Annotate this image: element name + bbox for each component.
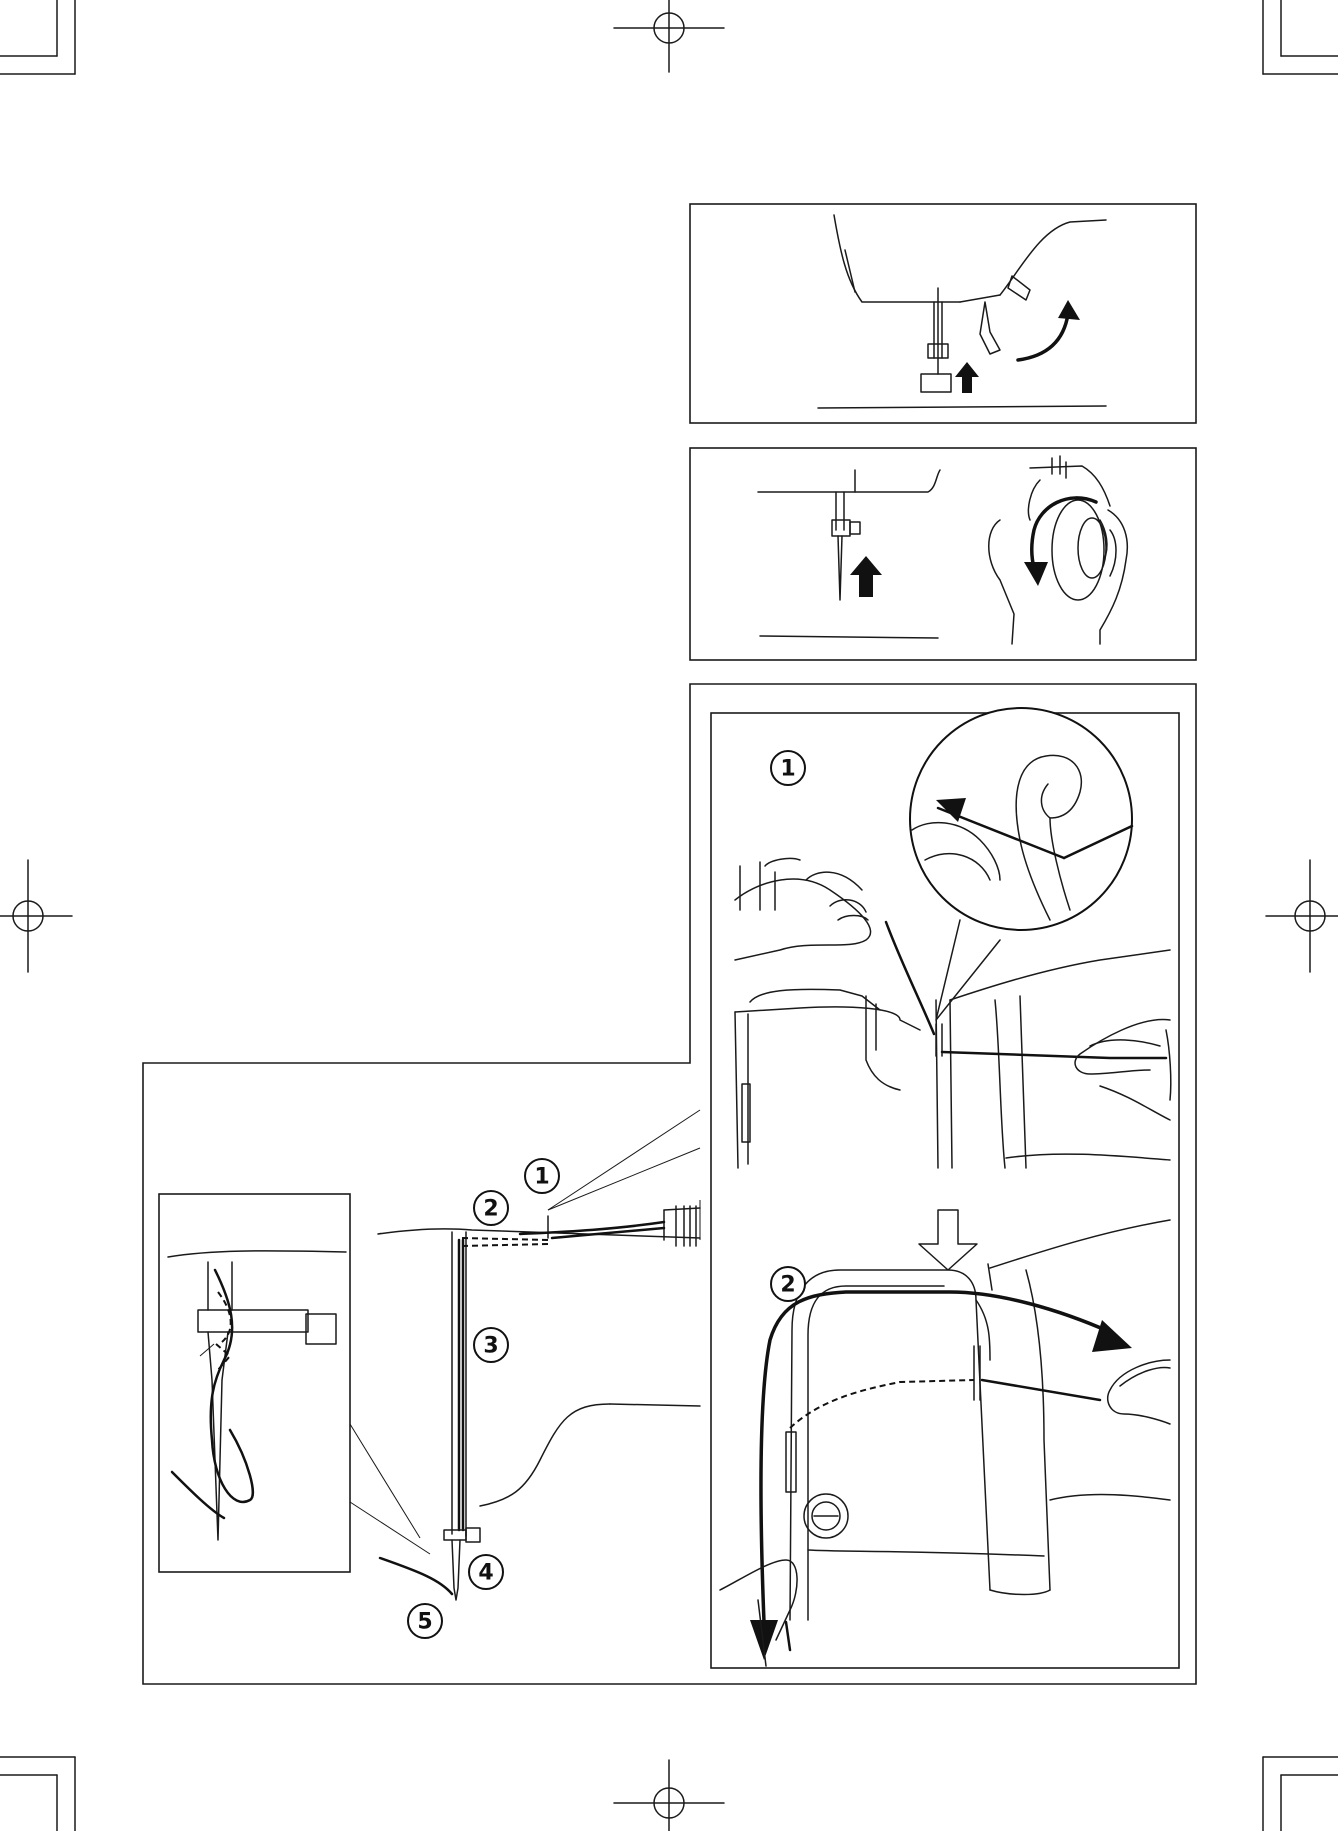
svg-text:1: 1 bbox=[780, 757, 795, 782]
step-marker-4-main: 4 bbox=[469, 1555, 503, 1589]
panel-upper-threading: 1 2 3 4 5 1 2 bbox=[143, 684, 1196, 1684]
svg-text:3: 3 bbox=[483, 1334, 498, 1359]
registration-target-top bbox=[614, 0, 724, 72]
step-marker-3-main: 3 bbox=[474, 1328, 508, 1362]
svg-text:4: 4 bbox=[478, 1561, 493, 1586]
crop-mark-bottom-right bbox=[1263, 1757, 1338, 1831]
crop-mark-bottom-left bbox=[0, 1757, 75, 1831]
registration-target-left bbox=[0, 860, 72, 972]
svg-text:5: 5 bbox=[417, 1610, 432, 1635]
step-marker-5-main: 5 bbox=[408, 1604, 442, 1638]
step-marker-2-enlarged: 2 bbox=[771, 1267, 805, 1301]
crop-mark-top-right bbox=[1263, 0, 1338, 74]
panel-raise-needle-handwheel bbox=[690, 448, 1196, 660]
registration-target-bottom bbox=[614, 1760, 724, 1831]
panel-raise-presser-foot bbox=[690, 204, 1196, 423]
enlarged-thread-guide-view bbox=[711, 708, 1179, 1668]
svg-text:2: 2 bbox=[483, 1197, 498, 1222]
step-marker-1-main: 1 bbox=[525, 1159, 559, 1193]
registration-target-right bbox=[1266, 860, 1338, 972]
inset-needle-threading-detail bbox=[159, 1194, 350, 1572]
step-marker-1-enlarged: 1 bbox=[771, 751, 805, 785]
svg-text:2: 2 bbox=[780, 1273, 795, 1298]
step-marker-2-main: 2 bbox=[474, 1191, 508, 1225]
svg-text:1: 1 bbox=[534, 1165, 549, 1190]
crop-mark-top-left bbox=[0, 0, 75, 74]
